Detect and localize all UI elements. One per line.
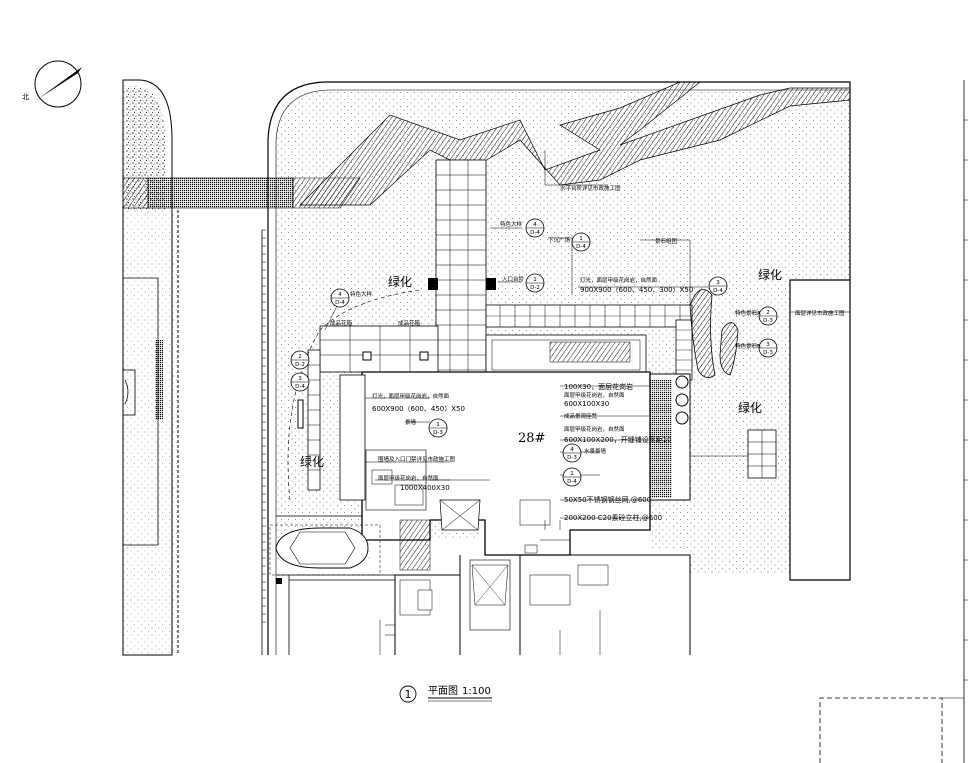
detail-callout: 4 D-4 bbox=[525, 218, 545, 238]
note: 600X100X30 bbox=[564, 400, 609, 408]
building-label: 28# bbox=[518, 431, 545, 446]
note: 特色景石B bbox=[735, 342, 761, 350]
building-footprint bbox=[339, 371, 691, 655]
svg-text:D-4: D-4 bbox=[295, 384, 305, 390]
svg-text:1: 1 bbox=[533, 277, 537, 283]
note: 600X900（600、450）X50 bbox=[372, 405, 465, 413]
greenery-label: 绿化 bbox=[300, 454, 324, 469]
note: 特色大样 bbox=[350, 290, 373, 298]
note: 面层甲级花岗岩，自然面 bbox=[564, 391, 625, 399]
note: 面层甲级花岗岩，自然面 bbox=[378, 474, 439, 482]
detail-callout: 2 D-3 bbox=[758, 306, 778, 326]
note: 1000X400X30 bbox=[400, 484, 450, 492]
note: 入口台阶 bbox=[502, 275, 525, 283]
detail-callout: 3 D-4 bbox=[708, 276, 728, 296]
water-feature bbox=[647, 373, 691, 501]
note: 特色大样 bbox=[500, 220, 523, 228]
drawing-title: 1 平面图 1:100 bbox=[399, 685, 492, 703]
feature-rocks bbox=[689, 288, 739, 378]
detail-callout: 1 D-3 bbox=[428, 418, 448, 438]
note: 面层甲级花岗岩，自然面 bbox=[564, 425, 625, 433]
left-landscape-strip bbox=[122, 79, 179, 656]
note: 50X50不锈钢钢丝网,@600 bbox=[564, 495, 651, 504]
horizontal-walkway bbox=[485, 304, 693, 328]
annotation-notes: 水平台阶详见市政施工图 特色大样 下沉广场 景石组团 入口台阶 灯光，面层甲级花… bbox=[330, 184, 845, 522]
car-icon bbox=[269, 524, 381, 584]
svg-text:4: 4 bbox=[533, 222, 537, 228]
note: 900X900（600、450、300）X50 bbox=[580, 286, 693, 294]
greenery-label: 绿化 bbox=[758, 267, 782, 282]
detail-callout: 1 D-2 bbox=[525, 273, 545, 293]
title-text: 平面图 bbox=[428, 685, 458, 697]
title-scale: 1:100 bbox=[462, 686, 491, 697]
svg-text:2: 2 bbox=[766, 310, 770, 316]
detail-callout: 4 D-4 bbox=[330, 288, 350, 308]
note: 600X100X200，开缝铺设宽距10 bbox=[564, 435, 672, 444]
svg-text:D-3: D-3 bbox=[567, 455, 577, 461]
svg-text:1: 1 bbox=[579, 236, 583, 242]
svg-text:4: 4 bbox=[570, 447, 574, 453]
note: 围墙及入口门禁详见市政施工图 bbox=[378, 455, 456, 463]
svg-text:2: 2 bbox=[298, 354, 302, 360]
detail-callout: 3 D-3 bbox=[758, 338, 778, 358]
svg-text:D-4: D-4 bbox=[335, 300, 345, 306]
detail-callout: 1 D-4 bbox=[562, 467, 582, 487]
note: 景石组团 bbox=[655, 237, 678, 245]
svg-text:D-3: D-3 bbox=[763, 318, 773, 324]
svg-text:3: 3 bbox=[716, 280, 720, 286]
svg-text:D-2: D-2 bbox=[530, 285, 540, 291]
zigzag-paving bbox=[299, 81, 851, 206]
greenery-label: 绿化 bbox=[388, 274, 412, 289]
note: 景墙 bbox=[405, 418, 417, 426]
svg-text:4: 4 bbox=[338, 292, 342, 298]
svg-text:D-4: D-4 bbox=[713, 288, 723, 294]
note: 灯光，面层甲级花岗岩，自然面 bbox=[580, 276, 658, 284]
note: 成品花箱 bbox=[330, 319, 353, 327]
detail-callout: 3 D-4 bbox=[290, 372, 310, 392]
detail-callout: 4 D-3 bbox=[562, 443, 582, 463]
svg-text:D-4: D-4 bbox=[576, 244, 586, 250]
note: 下沉广场 bbox=[548, 236, 571, 244]
svg-text:1: 1 bbox=[570, 471, 574, 477]
note: 特色景石A bbox=[735, 309, 761, 317]
grid-planter bbox=[690, 429, 777, 479]
north-label: 北 bbox=[22, 93, 29, 101]
note: 面层详见市政施工图 bbox=[795, 309, 845, 317]
north-arrow: 北 bbox=[22, 60, 82, 108]
svg-text:D-3: D-3 bbox=[433, 430, 443, 436]
note: 200X200 C20素砼立柱,@600 bbox=[564, 513, 662, 522]
svg-text:D-4: D-4 bbox=[530, 230, 540, 236]
svg-text:D-3: D-3 bbox=[763, 350, 773, 356]
note: 100X30，面层花岗岩 bbox=[564, 382, 633, 391]
title-number: 1 bbox=[405, 688, 412, 701]
note: 成品花箱 bbox=[398, 319, 421, 327]
note: 成品景观座凳 bbox=[564, 412, 598, 420]
note: 水景景墙 bbox=[584, 447, 607, 455]
svg-text:D-4: D-4 bbox=[567, 479, 577, 485]
svg-text:3: 3 bbox=[298, 376, 302, 382]
note: 水平台阶详见市政施工图 bbox=[560, 184, 621, 192]
title-block bbox=[819, 697, 964, 763]
entrance-planters bbox=[287, 289, 439, 501]
svg-text:1: 1 bbox=[436, 422, 440, 428]
detail-callout: 2 D-2 bbox=[290, 350, 310, 370]
paving-column bbox=[428, 159, 496, 386]
note: 灯光，面层甲级花岗岩，自然面 bbox=[372, 392, 450, 400]
svg-text:D-2: D-2 bbox=[295, 362, 305, 368]
detail-callout: 1 D-4 bbox=[571, 232, 591, 252]
svg-text:3: 3 bbox=[766, 342, 770, 348]
greenery-label: 绿化 bbox=[738, 400, 762, 415]
